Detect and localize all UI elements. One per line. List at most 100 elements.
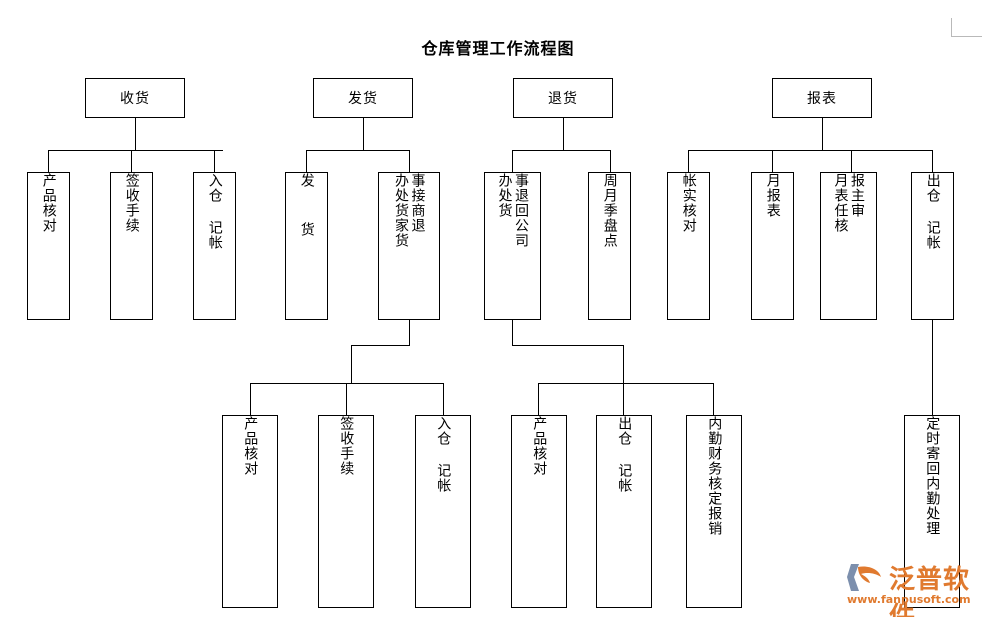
watermark: 泛普软件 www.fanpusoft.com xyxy=(845,557,993,617)
connector-shipping-gc-drop-1 xyxy=(250,383,251,415)
vertical-text-stack: 出仓 记帐 xyxy=(597,416,651,607)
node-shipping-grandchild-3[interactable]: 入仓 记帐 xyxy=(415,415,471,608)
connector-reports-gc-stem xyxy=(932,320,933,415)
text-column-left: 办处货 xyxy=(496,173,513,218)
vertical-text-stack: 报主审 月表任核 xyxy=(821,173,876,319)
connector-shipping-drop-1 xyxy=(306,150,307,172)
node-reports-child-2[interactable]: 月报表 xyxy=(751,172,794,320)
page-title: 仓库管理工作流程图 xyxy=(421,39,575,58)
connector-returns-gc-drop-2 xyxy=(623,383,624,415)
vertical-text-stack: 事退回公司 办处货 xyxy=(485,173,540,319)
connector-shipping-gc-stem xyxy=(409,320,410,345)
node-shipping-grandchild-2[interactable]: 签收手续 xyxy=(318,415,374,608)
connector-reports-drop-2 xyxy=(772,150,773,172)
text-column: 签收手续 xyxy=(338,416,355,476)
text-column-right: 报主审 xyxy=(849,173,866,218)
node-shipping-grandchild-1[interactable]: 产品核对 xyxy=(222,415,278,608)
vertical-text-stack: 帐实核对 xyxy=(668,173,709,319)
node-reports-grandchild-1[interactable]: 定时寄回内勤处理 xyxy=(904,415,960,608)
vertical-text-stack: 定时寄回内勤处理 xyxy=(905,416,959,607)
connector-reports-drop-1 xyxy=(688,150,689,172)
vertical-text-stack: 事接商退 办处货家货 xyxy=(379,173,439,319)
node-reports[interactable]: 报表 xyxy=(772,78,872,118)
vertical-text-stack: 签收手续 xyxy=(319,416,373,607)
fanpu-logo-icon xyxy=(847,564,881,591)
text-column-right: 事退回公司 xyxy=(513,173,530,248)
text-column-left: 办处货家货 xyxy=(393,173,409,248)
connector-receiving-drop-1 xyxy=(48,150,49,172)
text-column: 月报表 xyxy=(764,173,781,218)
connector-receiving-drop-2 xyxy=(131,150,132,172)
connector-returns-gc-bus xyxy=(538,383,713,384)
text-column: 周月季盘点 xyxy=(601,173,618,248)
node-reports-child-3[interactable]: 报主审 月表任核 xyxy=(820,172,877,320)
node-returns-grandchild-2[interactable]: 出仓 记帐 xyxy=(596,415,652,608)
connector-shipping-gc-drop-2 xyxy=(346,383,347,415)
connector-returns-drop-2 xyxy=(610,150,611,172)
watermark-brand: 泛普软件 xyxy=(889,565,971,617)
node-receiving-child-2[interactable]: 签收手续 xyxy=(110,172,153,320)
watermark-url: www.fanpusoft.com xyxy=(847,593,971,606)
connector-reports-stem xyxy=(822,118,823,150)
vertical-text-stack: 产品核对 xyxy=(28,173,69,319)
connector-shipping-gc-jog xyxy=(351,345,410,346)
vertical-text-stack: 产品核对 xyxy=(223,416,277,607)
vertical-text-stack: 出仓 记帐 xyxy=(912,173,953,319)
node-shipping[interactable]: 发货 xyxy=(313,78,413,118)
connector-returns-drop-1 xyxy=(512,150,513,172)
connector-reports-drop-3 xyxy=(851,150,852,172)
connector-shipping-drop-2 xyxy=(409,150,410,172)
connector-returns-stem xyxy=(563,118,564,150)
vertical-text-stack: 内勤财务核定报销 xyxy=(687,416,741,607)
vertical-text-stack: 产品核对 xyxy=(512,416,566,607)
page-margin-corner-guide xyxy=(951,18,982,37)
vertical-text-stack: 签收手续 xyxy=(111,173,152,319)
node-returns-grandchild-1[interactable]: 产品核对 xyxy=(511,415,567,608)
vertical-text-stack: 入仓 记帐 xyxy=(416,416,470,607)
text-column: 产品核对 xyxy=(531,416,548,476)
connector-returns-gc-jog xyxy=(512,345,624,346)
text-column-right: 事接商退 xyxy=(409,173,426,233)
connector-reports-bus xyxy=(688,150,932,151)
node-reports-child-1[interactable]: 帐实核对 xyxy=(667,172,710,320)
text-column: 入仓 记帐 xyxy=(435,416,452,493)
node-receiving[interactable]: 收货 xyxy=(85,78,185,118)
text-column: 出仓 记帐 xyxy=(616,416,633,493)
node-returns-child-1[interactable]: 事退回公司 办处货 xyxy=(484,172,541,320)
text-column: 产品核对 xyxy=(242,416,259,476)
node-returns-grandchild-3[interactable]: 内勤财务核定报销 xyxy=(686,415,742,608)
node-shipping-child-1[interactable]: 发 货 xyxy=(285,172,328,320)
connector-receiving-stem xyxy=(135,118,136,150)
vertical-text-stack: 发 货 xyxy=(286,173,327,319)
node-returns[interactable]: 退货 xyxy=(513,78,613,118)
connector-returns-gc-riser xyxy=(623,345,624,383)
connector-returns-gc-drop-1 xyxy=(538,383,539,415)
connector-returns-gc-stem xyxy=(512,320,513,345)
text-column: 出仓 记帐 xyxy=(924,173,941,250)
text-column: 帐实核对 xyxy=(680,173,697,233)
text-column-left: 月表任核 xyxy=(832,173,849,233)
connector-shipping-bus xyxy=(306,150,409,151)
node-receiving-child-3[interactable]: 入仓 记帐 xyxy=(193,172,236,320)
node-reports-child-4[interactable]: 出仓 记帐 xyxy=(911,172,954,320)
node-returns-child-2[interactable]: 周月季盘点 xyxy=(588,172,631,320)
connector-returns-gc-drop-3 xyxy=(713,383,714,415)
node-receiving-child-1[interactable]: 产品核对 xyxy=(27,172,70,320)
text-column: 定时寄回内勤处理 xyxy=(924,416,941,536)
text-column: 入仓 记帐 xyxy=(206,173,223,250)
vertical-text-stack: 入仓 记帐 xyxy=(194,173,235,319)
connector-shipping-gc-drop-3 xyxy=(443,383,444,415)
text-column: 发 货 xyxy=(298,173,315,237)
vertical-text-stack: 月报表 xyxy=(752,173,793,319)
node-shipping-child-2[interactable]: 事接商退 办处货家货 xyxy=(378,172,440,320)
connector-shipping-gc-riser xyxy=(351,345,352,383)
connector-receiving-drop-3 xyxy=(214,150,215,172)
text-column: 内勤财务核定报销 xyxy=(706,416,723,536)
connector-shipping-stem xyxy=(363,118,364,150)
connector-reports-drop-4 xyxy=(932,150,933,172)
text-column: 签收手续 xyxy=(123,173,140,233)
connector-receiving-bus xyxy=(48,150,223,151)
text-column: 产品核对 xyxy=(40,173,57,233)
vertical-text-stack: 周月季盘点 xyxy=(589,173,630,319)
